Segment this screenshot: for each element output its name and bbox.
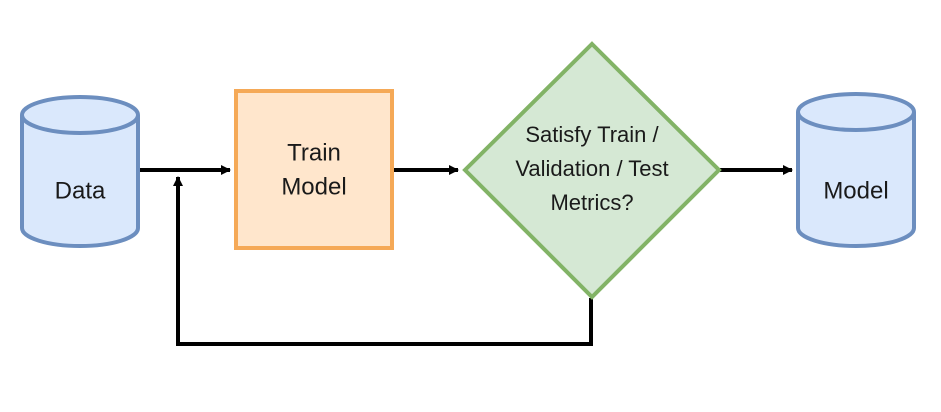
edges bbox=[140, 165, 793, 346]
node-model-label: Model bbox=[823, 177, 888, 204]
node-decision-label-line-3: Metrics? bbox=[550, 190, 633, 215]
node-train-label-line-1: Train bbox=[287, 139, 341, 166]
node-decision-label-line-1: Satisfy Train / bbox=[525, 122, 659, 147]
edge-loop-back bbox=[173, 176, 593, 346]
node-data-cylinder: Data bbox=[20, 95, 140, 248]
node-decision-diamond: Satisfy Train / Validation / Test Metric… bbox=[462, 41, 722, 300]
node-model-cylinder: Model bbox=[796, 92, 916, 248]
node-data-label: Data bbox=[55, 177, 106, 204]
node-train-label-line-2: Model bbox=[281, 173, 346, 200]
node-train-model: Train Model bbox=[234, 89, 394, 250]
node-decision-label-line-2: Validation / Test bbox=[515, 156, 668, 181]
